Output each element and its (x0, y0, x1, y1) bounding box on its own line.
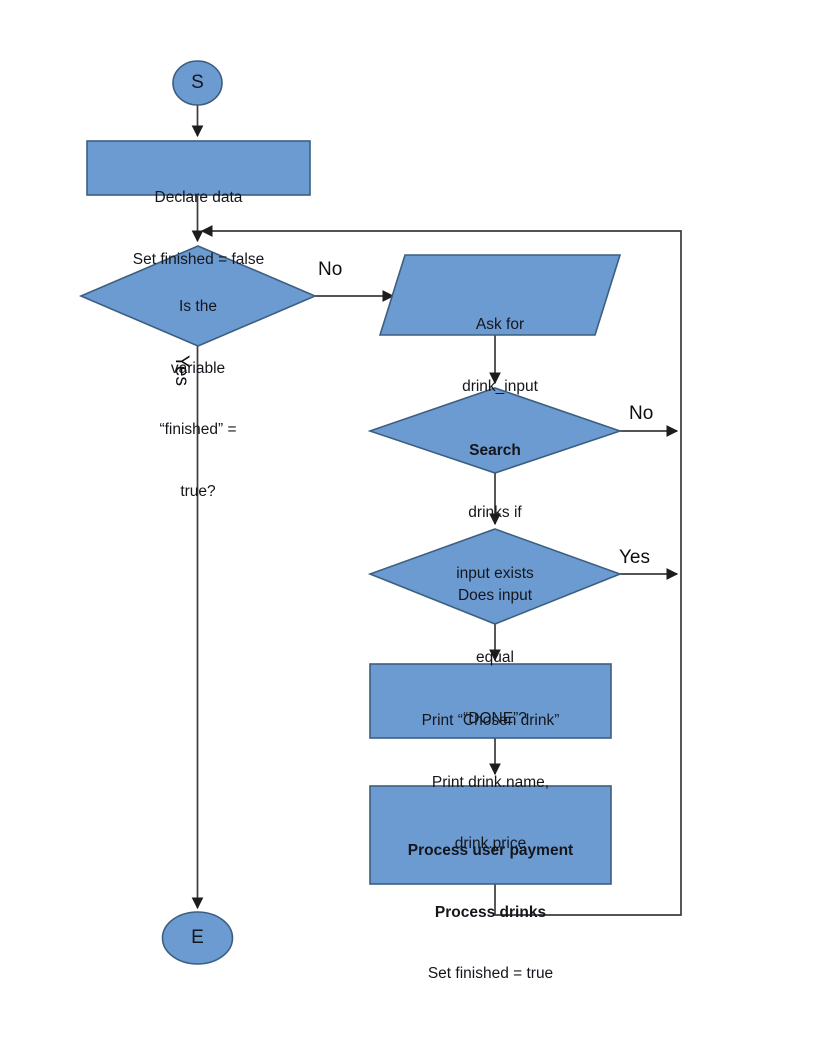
edge-label-finished-yes: Yes (171, 355, 192, 386)
edge-label-search-no: No (629, 403, 654, 424)
start-node-shape (172, 60, 223, 106)
search-node-shape (367, 387, 623, 474)
edge-process-payment-loop-back (200, 225, 682, 916)
done-check-node-shape (367, 528, 623, 625)
print-node-shape (369, 663, 612, 739)
declare-node-shape (86, 140, 311, 196)
ask-input-node-shape (378, 254, 622, 336)
edge-label-done-yes: Yes (619, 547, 650, 568)
edge-label-finished-no: No (318, 259, 343, 280)
finished-check-node-shape (78, 245, 318, 347)
end-node-shape (161, 911, 234, 965)
process-payment-node-shape (369, 785, 612, 885)
